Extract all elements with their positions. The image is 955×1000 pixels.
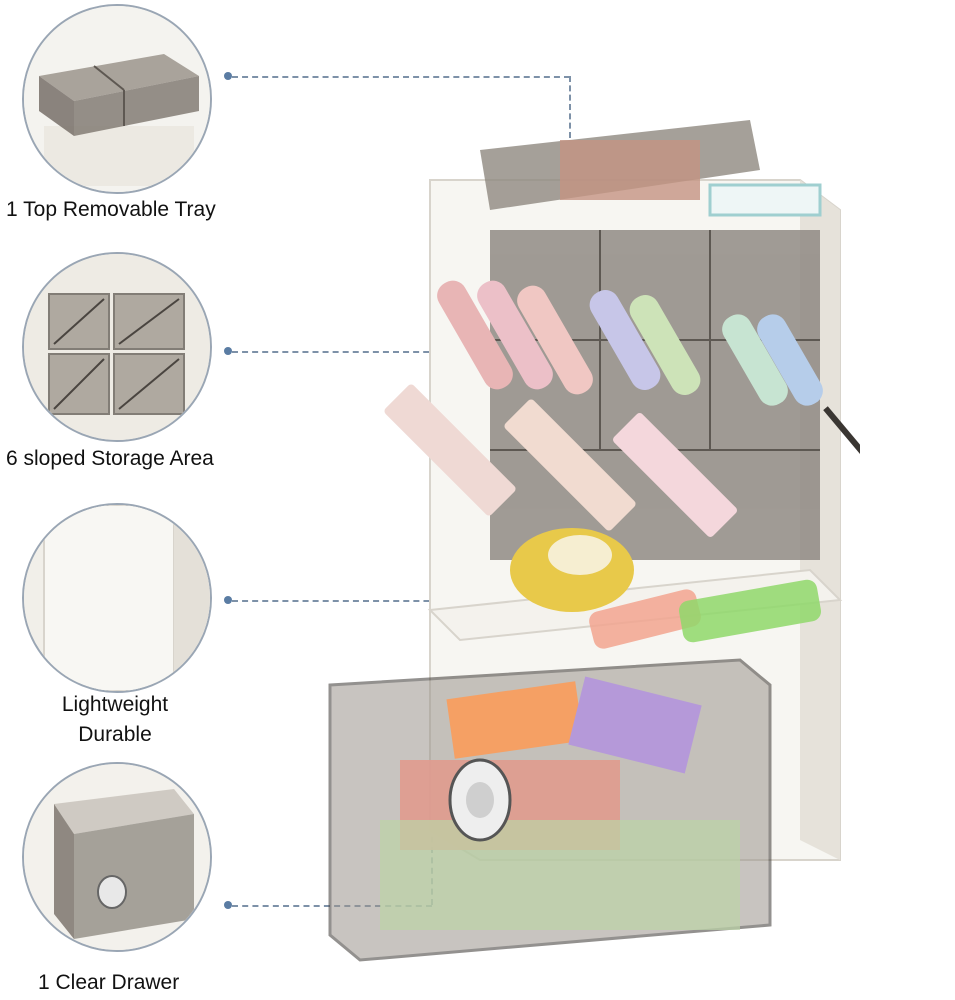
tray-detail-image	[22, 4, 212, 194]
sloped-caption: 6 sloped Storage Area	[6, 447, 214, 470]
body-leader-dot	[224, 596, 232, 604]
desk-organizer-product	[300, 100, 860, 980]
tray-detail-illustration	[24, 6, 210, 192]
sloped-compartments-illustration	[24, 254, 210, 440]
sloped-storage-detail-image	[22, 252, 212, 442]
durable-caption-line-1: Lightweight	[61, 693, 169, 716]
highlighters-row-2	[384, 384, 737, 537]
body-detail-image	[22, 503, 212, 693]
correction-tapes	[589, 579, 821, 649]
drawer-caption: 1 Clear Drawer	[38, 971, 180, 994]
tray-leader-drop	[569, 76, 571, 138]
drawer-detail-image	[22, 762, 212, 952]
body-leader-line	[232, 600, 500, 602]
washi-tape	[510, 528, 634, 612]
sloped-leader-dot	[224, 347, 232, 355]
body-wall-illustration	[24, 505, 210, 691]
markers-row-1	[437, 280, 823, 406]
clear-drawer	[328, 658, 772, 962]
sloped-leader-line	[232, 351, 560, 353]
durable-caption: Lightweight Durable	[40, 690, 190, 750]
drawer-illustration	[24, 764, 210, 950]
tray-caption: 1 Top Removable Tray	[6, 198, 216, 221]
drawer-leader-dot	[224, 901, 232, 909]
organizer-illustration	[328, 120, 860, 962]
top-tray	[480, 120, 822, 217]
tray-leader-line	[232, 76, 570, 78]
durable-caption-line-2: Durable	[78, 723, 152, 746]
tray-leader-dot	[224, 72, 232, 80]
